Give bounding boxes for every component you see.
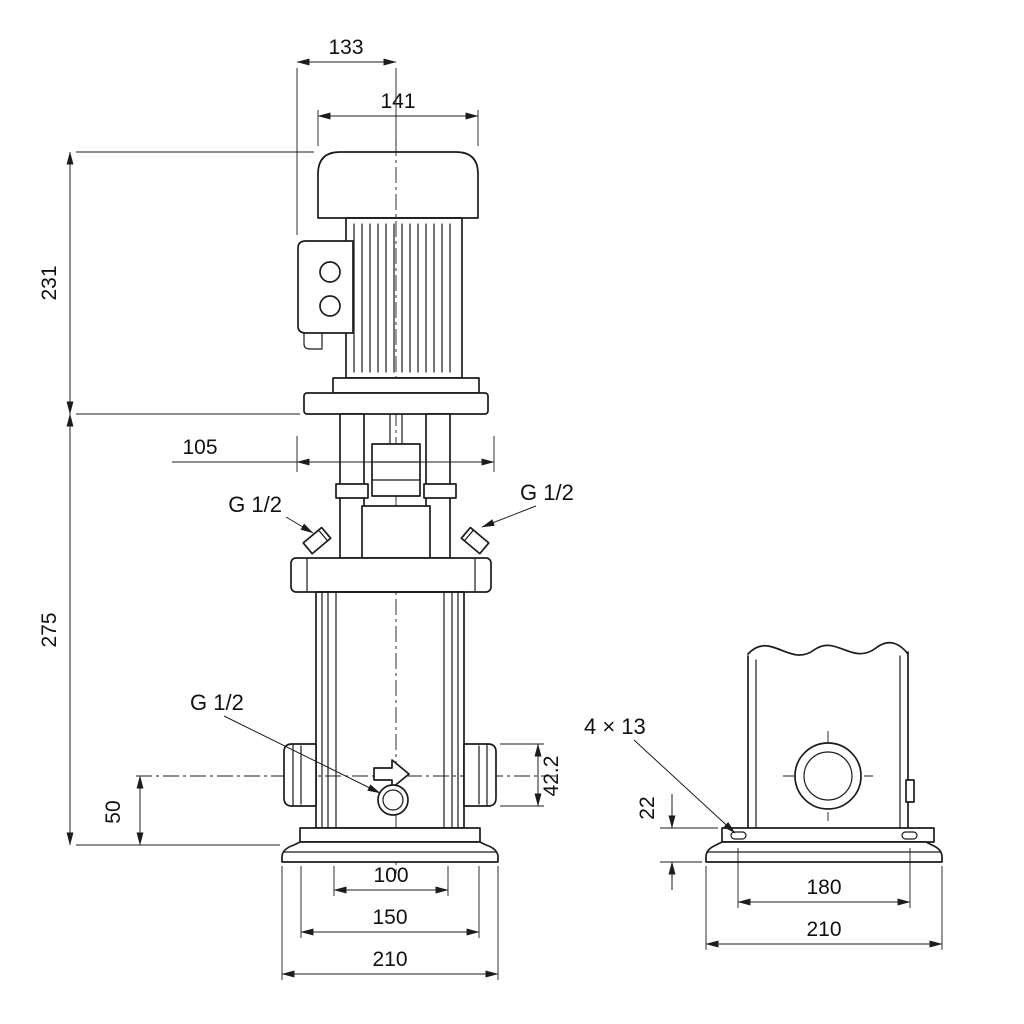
label-g12-right: G 1/2 [520, 480, 574, 505]
dimension-210-front: 210 [281, 866, 499, 980]
break-line [747, 641, 909, 656]
dim-text-105: 105 [182, 436, 217, 459]
motor-body [345, 217, 463, 379]
dimension-150: 150 [300, 866, 480, 938]
callout-g12-right: G 1/2 [481, 480, 574, 528]
dimension-275: 275 [38, 413, 280, 846]
dimension-50: 50 [102, 775, 144, 846]
label-g12-drain: G 1/2 [190, 690, 244, 715]
base-bolt-slot-right [901, 831, 918, 840]
dimension-133: 133 [296, 36, 397, 235]
dim-text-210-front: 210 [372, 948, 407, 971]
dim-text-150: 150 [372, 906, 407, 929]
motor-fan-cover [317, 151, 479, 219]
side-port-outer [794, 742, 862, 810]
dim-text-50: 50 [102, 800, 125, 823]
label-base-holes: 4 × 13 [584, 714, 646, 739]
pump-sleeve [315, 591, 465, 829]
dimension-141: 141 [317, 90, 479, 146]
dim-text-231: 231 [38, 265, 61, 300]
dim-text-100: 100 [373, 864, 408, 887]
dim-text-210-side: 210 [806, 918, 841, 941]
drain-plug-inner [382, 789, 404, 811]
flow-direction-arrow-icon [373, 759, 410, 789]
callout-base-holes: 4 × 13 [584, 714, 736, 834]
dimension-180: 180 [737, 848, 911, 908]
leader-base-holes [633, 739, 736, 834]
terminal-box [297, 240, 354, 334]
base-front [281, 827, 499, 863]
vent-plug-right [460, 526, 490, 555]
dimension-42-2: 42.2 [500, 743, 563, 807]
callout-g12-drain: G 1/2 [190, 690, 381, 794]
terminal-box-foot [303, 332, 323, 350]
side-port-inner [803, 751, 853, 801]
leader-g12-left [285, 516, 314, 534]
port-right [463, 743, 497, 807]
side-view [705, 641, 943, 863]
dimension-22: 22 [636, 794, 718, 890]
drain-plug-outer [377, 784, 409, 816]
coupling-section [335, 413, 457, 559]
dimension-105: 105 [172, 436, 495, 472]
staybolt-nut-right [423, 483, 457, 499]
base-bolt-slot-left [730, 831, 747, 840]
motor-stool-plate [303, 392, 489, 415]
base-top-plate [299, 827, 481, 843]
dimension-231: 231 [38, 151, 314, 415]
dim-text-275: 275 [38, 612, 61, 647]
shaft-coupling [371, 443, 421, 497]
pump-head-flange [290, 557, 492, 593]
port-left [283, 743, 317, 807]
dim-text-42-2: 42.2 [540, 756, 563, 797]
front-view [281, 151, 499, 863]
cable-entry-hole-bottom [319, 295, 341, 317]
staybolt-nut-left [335, 483, 369, 499]
motor-fins [353, 223, 451, 373]
dimension-210-side: 210 [705, 866, 943, 950]
vent-plug-left [302, 526, 332, 555]
label-g12-left: G 1/2 [228, 492, 282, 517]
dim-text-141: 141 [380, 90, 415, 113]
motor-flange [332, 377, 480, 394]
dim-text-180: 180 [806, 876, 841, 899]
nameplate-tab [905, 779, 915, 803]
seal-housing [361, 505, 431, 559]
dim-text-133: 133 [328, 36, 363, 59]
leader-g12-right [481, 505, 537, 528]
dim-text-22: 22 [636, 796, 659, 819]
callout-g12-left: G 1/2 [228, 492, 314, 534]
leader-g12-drain [223, 715, 381, 794]
dimension-100: 100 [333, 864, 449, 896]
cable-entry-hole-top [319, 261, 341, 283]
